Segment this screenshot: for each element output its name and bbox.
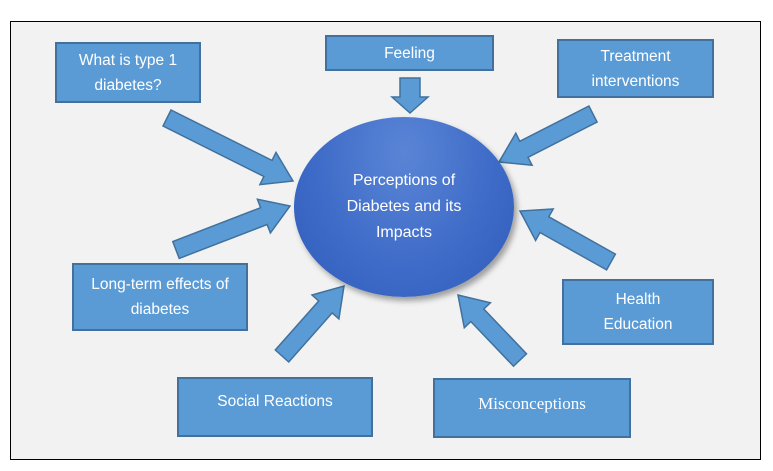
arrow-feeling — [390, 77, 430, 115]
arrow-social — [274, 284, 345, 364]
node-longterm-label: Long-term effects of diabetes — [91, 276, 229, 318]
node-type1-label: What is type 1 diabetes? — [78, 51, 178, 94]
node-misconceptions: Misconceptions — [433, 378, 631, 438]
center-ellipse: Perceptions of Diabetes and its Impacts — [294, 117, 514, 297]
center-label: Perceptions of Diabetes and its Impacts — [346, 172, 462, 241]
node-feeling: Feeling — [325, 35, 494, 71]
arrow-type1 — [161, 108, 295, 186]
arrow-longterm — [171, 198, 292, 260]
node-longterm: Long-term effects of diabetes — [72, 263, 248, 331]
node-misconceptions-label: Misconceptions — [478, 394, 586, 413]
node-type1: What is type 1 diabetes? — [55, 42, 201, 103]
node-health-label: Health Education — [603, 291, 673, 333]
arrow-health — [518, 208, 617, 271]
arrow-treatment — [497, 104, 599, 167]
node-feeling-label: Feeling — [384, 44, 435, 62]
node-social: Social Reactions — [177, 377, 373, 437]
node-social-label: Social Reactions — [217, 393, 333, 410]
node-treatment: Treatment interventions — [557, 39, 714, 98]
arrow-misconceptions — [457, 293, 528, 368]
node-treatment-label: Treatment interventions — [591, 47, 680, 90]
node-health: Health Education — [562, 279, 714, 345]
